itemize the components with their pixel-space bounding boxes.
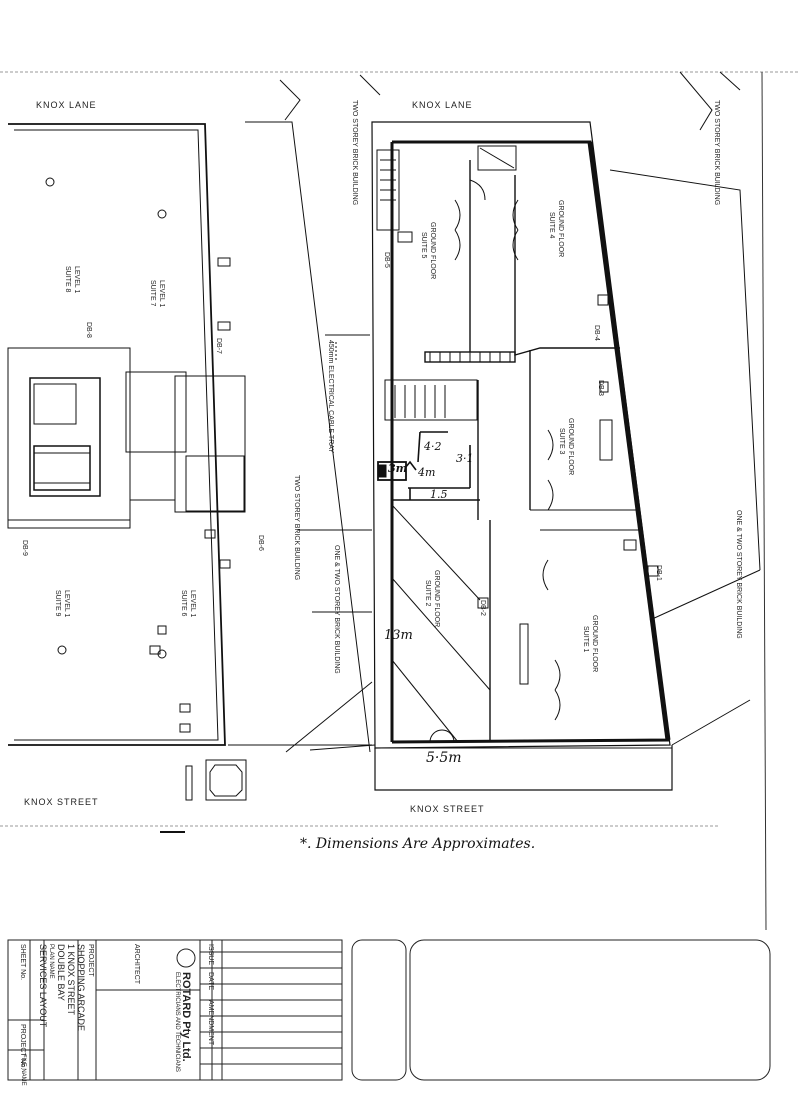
dimension-3-1: 3·1 <box>456 452 474 465</box>
suite-label-l1-6-a: LEVEL 1 <box>189 590 196 618</box>
label-brick-building-mid: TWO STOREY BRICK BUILDING <box>293 475 300 581</box>
dimension-4m: 4m <box>418 466 436 479</box>
label-two-storey-brick-top-right: TWO STOREY BRICK BUILDING <box>713 100 720 206</box>
tb-amendments-issue: ISSUE <box>207 944 214 966</box>
street-label-knox-lane-right: KNOX LANE <box>412 100 473 110</box>
board-db-9: DB-9 <box>21 540 28 556</box>
suite-label-l1-6-b: SUITE 6 <box>180 590 187 617</box>
board-db-8: DB-8 <box>85 322 92 338</box>
label-one-two-storey-right: ONE & TWO STOREY BRICK BUILDING <box>735 510 742 639</box>
tb-project-label: PROJECT <box>87 944 94 977</box>
street-label-knox-street-right: KNOX STREET <box>410 804 485 814</box>
dimensions-note: *. Dimensions Are Approximates. <box>300 836 536 852</box>
tb-project-name: SHOPPING ARCADE <box>76 944 86 1032</box>
suite-label-gf-5-a: GROUND FLOOR <box>429 222 436 280</box>
suite-label-gf-5-b: SUITE 5 <box>420 232 427 259</box>
suite-label-l1-7-a: LEVEL 1 <box>158 280 165 308</box>
tb-plan-name: SERVICES LAYOUT <box>38 944 48 1028</box>
suite-label-gf-2-b: SUITE 2 <box>424 580 431 607</box>
suite-label-gf-4-a: GROUND FLOOR <box>557 200 564 258</box>
street-label-knox-street-left: KNOX STREET <box>24 797 99 807</box>
suite-label-gf-3-a: GROUND FLOOR <box>567 418 574 476</box>
dimension-4-2: 4·2 <box>424 440 442 453</box>
neighbour-buildings <box>228 71 741 753</box>
tb-project-addr1: 1 KNOX STREET <box>66 944 76 1016</box>
tb-amendments-amendment: AMENDMENT <box>207 1000 214 1046</box>
suite-label-gf-3-b: SUITE 3 <box>558 428 565 455</box>
tb-architect-label: ARCHITECT <box>133 944 140 985</box>
suite-label-l1-8-a: LEVEL 1 <box>73 266 80 294</box>
suite-label-gf-1-b: SUITE 1 <box>582 626 589 653</box>
ground-floor-plan <box>309 121 761 791</box>
title-block <box>7 939 771 1081</box>
suite-label-gf-4-b: SUITE 4 <box>548 212 555 239</box>
suite-label-l1-8-b: SUITE 8 <box>64 266 71 293</box>
dimension-5-5m: 5·5m <box>426 750 462 766</box>
board-db-4: DB-4 <box>593 325 600 341</box>
label-two-storey-brick-top-mid: TWO STOREY BRICK BUILDING <box>351 100 358 206</box>
level-1-plan <box>7 123 247 801</box>
tb-company-sub: ELECTRICIANS AND TECHNICIANS <box>174 972 180 1072</box>
suite-label-gf-2-a: GROUND FLOOR <box>433 570 440 628</box>
board-db-5: DB-5 <box>383 252 390 268</box>
tb-amendments-date: DATE <box>207 972 214 991</box>
label-cable-tray: 450mm ELECTRICAL CABLE TRAY <box>327 340 334 454</box>
dimension-1-5: 1.5 <box>430 488 448 501</box>
tb-file-name-label: FILE NAME <box>20 1054 26 1086</box>
suite-label-l1-9-b: SUITE 9 <box>54 590 61 617</box>
dimension-13m: 13m <box>384 628 413 643</box>
suite-label-l1-7-b: SUITE 7 <box>149 280 156 307</box>
board-db-1: DB-1 <box>655 565 662 581</box>
suite-label-l1-9-a: LEVEL 1 <box>63 590 70 618</box>
tb-sheet-label: SHEET No. <box>19 944 26 981</box>
tb-project-addr2: DOUBLE BAY <box>56 944 66 1001</box>
tb-company-name: ROTARD Pty Ltd. <box>180 972 192 1062</box>
tb-plan-name-label: PLAN NAME <box>48 944 54 979</box>
board-db-7: DB-7 <box>215 338 222 354</box>
label-one-two-storey-mid: ONE & TWO STOREY BRICK BUILDING <box>333 545 340 674</box>
board-db-2: DB-2 <box>479 600 486 616</box>
board-db-3: DB-3 <box>597 380 604 396</box>
board-db-6: DB-6 <box>257 535 264 551</box>
street-label-knox-lane-left: KNOX LANE <box>36 100 97 110</box>
suite-label-gf-1-a: GROUND FLOOR <box>591 615 598 673</box>
dimension-3m: 3m <box>388 462 408 475</box>
